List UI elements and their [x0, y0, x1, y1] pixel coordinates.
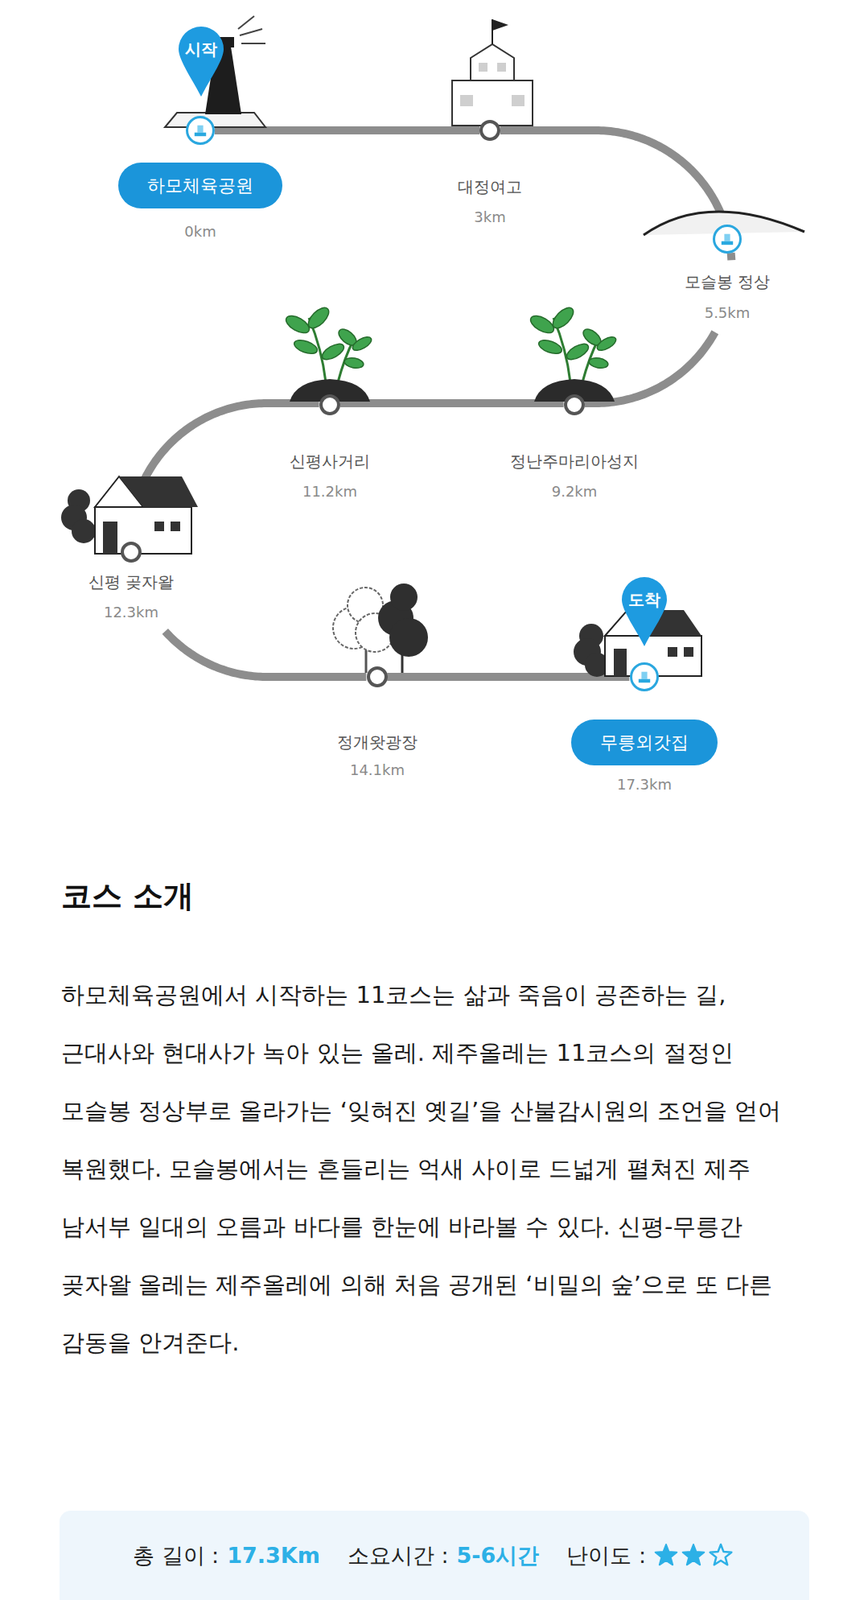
end-pin: [621, 576, 667, 646]
stop-marker: [185, 115, 215, 145]
course-description: 하모체육공원에서 시작하는 11코스는 삶과 죽음이 공존하는 길, 근대사와 …: [61, 965, 810, 1371]
pin-label: 시작: [176, 38, 226, 60]
stop-distance: 9.2km: [551, 482, 598, 501]
info-key: 난이도 :: [566, 1540, 646, 1570]
stamp-icon: [719, 231, 735, 247]
stop-marker: [712, 224, 742, 254]
trail-segment: [340, 399, 564, 408]
stop-name: 대정여고: [457, 176, 523, 198]
difficulty-stars: [652, 1542, 737, 1568]
trail-guide: [130, 130, 733, 677]
plant-icon: [283, 304, 374, 402]
stop-name: 정개왓광장: [337, 731, 418, 753]
stop-distance: 5.5km: [704, 304, 751, 322]
stop-name: 모슬봉 정상: [684, 271, 770, 293]
course-stop: 신평 곶자왈 12.3km: [88, 541, 174, 622]
start-pin: [178, 26, 224, 97]
stop-name: 신평 곶자왈: [88, 571, 174, 593]
course-stop: 하모체육공원 0km: [118, 115, 283, 241]
school-icon: [452, 19, 533, 126]
trail-segment: [500, 130, 725, 225]
stop-marker: [120, 541, 142, 563]
info-key: 총 길이 :: [132, 1540, 219, 1570]
stop-marker: [366, 666, 388, 687]
stop-distance: 3km: [473, 208, 506, 227]
course-stop: 대정여고 3km: [457, 119, 523, 227]
stamp-icon: [637, 669, 652, 684]
course-stop: 정개왓광장 14.1km: [337, 666, 418, 779]
course-stop: 무릉외갓집 17.3km: [571, 662, 718, 794]
stop-marker: [629, 662, 659, 692]
stop-distance: 14.1km: [349, 761, 405, 779]
stop-distance: 11.2km: [302, 482, 358, 501]
stop-marker: [319, 394, 341, 416]
stamp-icon: [193, 123, 208, 138]
stop-distance: 17.3km: [617, 775, 672, 794]
stop-name: 정난주마리아성지: [510, 450, 639, 472]
stop-marker: [563, 394, 585, 416]
course-stop: 정난주마리아성지 9.2km: [510, 394, 639, 501]
plant-icon: [527, 304, 618, 402]
stop-name-pill: 무릉외갓집: [571, 719, 718, 766]
stop-distance: 0km: [184, 222, 216, 241]
course-stop: 모슬봉 정상 5.5km: [684, 224, 770, 322]
section-heading: 코스 소개: [61, 876, 194, 914]
info-value: 5-6시간: [456, 1540, 540, 1570]
info-value: 17.3Km: [226, 1542, 321, 1568]
stop-marker: [479, 119, 501, 141]
lighthouse-icon: [164, 16, 266, 128]
course-stop: 신평사거리 11.2km: [289, 394, 371, 501]
pin-label: 도착: [620, 588, 669, 610]
tree-icon: [333, 583, 428, 673]
stop-name: 신평사거리: [289, 450, 371, 472]
stop-name-pill: 하모체육공원: [118, 162, 283, 209]
stop-distance: 12.3km: [103, 603, 159, 622]
info-key: 소요시간 :: [347, 1540, 449, 1570]
info-bar: 총 길이 : 17.3Km 소요시간 :5-6시간 난이도 :: [59, 1509, 810, 1600]
